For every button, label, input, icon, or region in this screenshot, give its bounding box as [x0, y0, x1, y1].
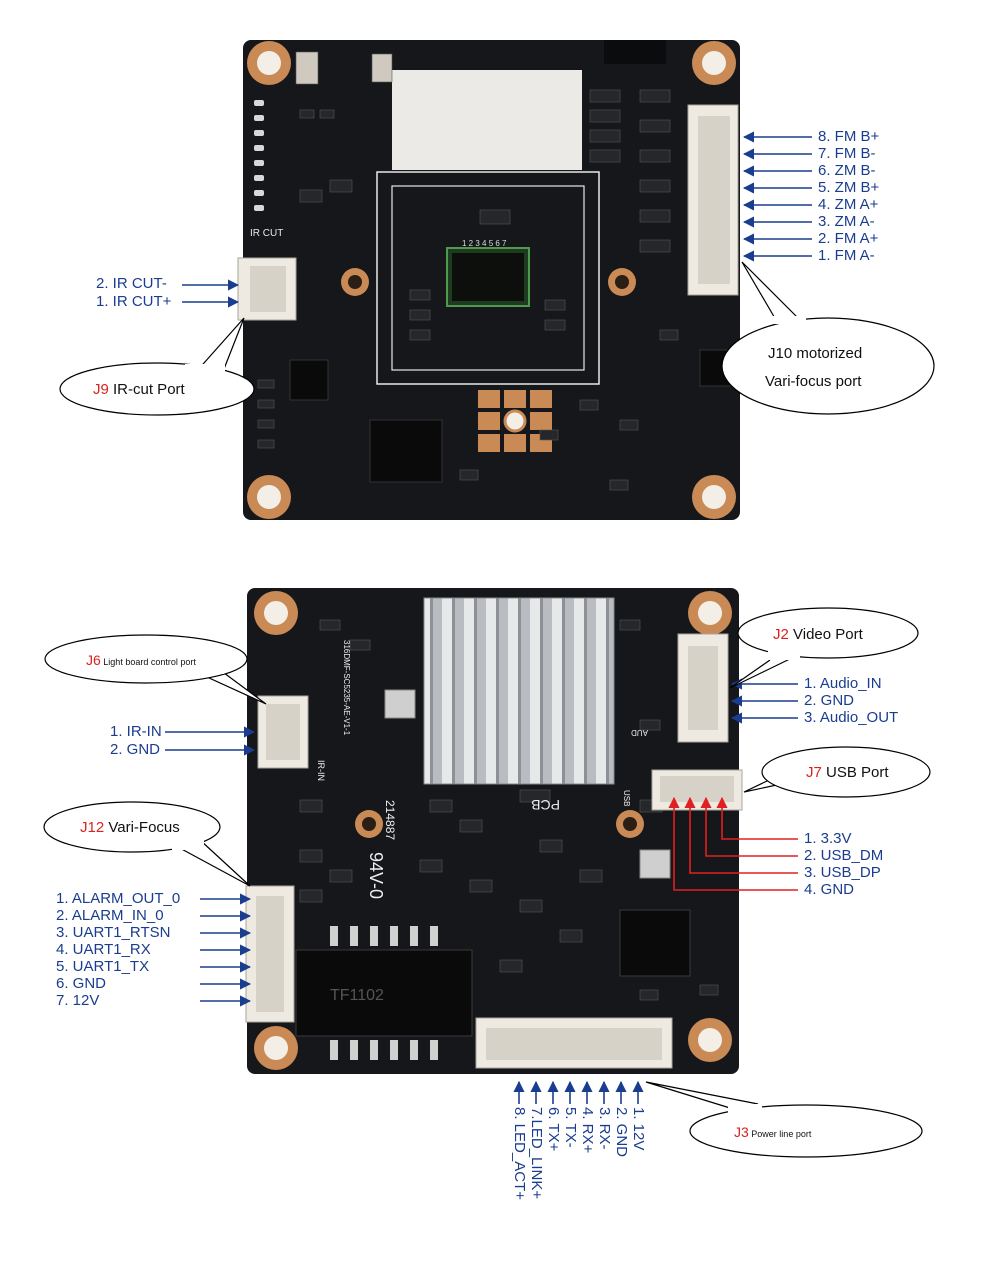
j7-pin-arrows: [668, 796, 798, 891]
j7-pin-4-label: 4. GND: [804, 881, 855, 898]
top-left-test-pads: [254, 100, 264, 211]
j3-callout-text: J3 Power line port: [734, 1124, 811, 1140]
j2-ref: J2: [773, 626, 789, 643]
top-ic-package: [369, 419, 443, 483]
j6-ref: J6: [86, 652, 101, 668]
j6-pin-2-label: 2. GND: [110, 741, 161, 758]
ir-in-silkscreen: IR-IN: [316, 760, 326, 781]
sensor-frame: [376, 171, 600, 385]
j2-pin-1-label: 1. Audio_IN: [804, 675, 882, 692]
j12-pin-4-label: 4. UART1_RX: [56, 941, 151, 958]
j3-pin-2-label: 2. GND: [613, 1107, 630, 1158]
j9-callout-text: J9 IR-cut Port: [93, 381, 185, 398]
bottom-pcb-board: TF1102 214887 94V-0 316DMF-SC5235-: [245, 588, 743, 1074]
pcb-silkscreen: PCB: [531, 797, 560, 813]
j7-pin-3-label: 3. USB_DP: [804, 864, 881, 881]
bottom-mounting-holes: [254, 591, 732, 1070]
j3-pin-7-label: 7.LED_LINK+: [528, 1107, 545, 1200]
j7-pin-2-label: 2. USB_DM: [804, 847, 884, 864]
j12-callout-text: J12 Vari-Focus: [80, 819, 180, 836]
top-mounting-holes: [247, 41, 736, 519]
usb-silkscreen: USB: [622, 790, 631, 806]
top-edge-component: [604, 40, 666, 64]
j12-pin-arrows: [200, 893, 252, 1007]
j6-desc: Light board control port: [100, 657, 196, 667]
j12-pin-7-label: 7. 12V: [56, 992, 100, 1009]
j12-desc: Vari-Focus: [104, 819, 180, 836]
ir-cut-silkscreen: IR CUT: [250, 228, 283, 239]
j2-callout-bubble: [729, 607, 919, 689]
j6-callout-bubble: [44, 634, 267, 705]
j7-desc: USB Port: [821, 764, 889, 781]
j9-ref: J9: [93, 381, 109, 398]
j7-pin-1-label: 1. 3.3V: [804, 830, 852, 847]
j6-pin-arrows: [165, 726, 256, 756]
j3-ref: J3: [734, 1124, 749, 1140]
sensor-pin-silkscreen: 1 2 3 4 5 6 7: [462, 239, 507, 248]
j2-pin-3-label: 3. Audio_OUT: [804, 709, 899, 726]
heatsink: [423, 597, 615, 785]
j9-callout-bubble: [59, 317, 255, 416]
j10-callout-line2: Vari-focus port: [765, 373, 862, 390]
top-copper-pads: [478, 390, 552, 452]
part-number-silkscreen: 214887: [383, 800, 397, 840]
ir-cut-pin-arrows: [182, 279, 240, 308]
crystal-oscillator: [384, 689, 416, 719]
j10-pin-8-label: 8. FM B+: [818, 128, 880, 145]
j12-ref: J12: [80, 819, 105, 836]
ir-cut-pin-1-label: 1. IR CUT+: [96, 293, 172, 310]
j12-callout-bubble: [43, 801, 251, 887]
j2-pin-arrows: [730, 678, 798, 724]
j3-pin-4-label: 4. RX+: [579, 1107, 596, 1154]
j10-pin-2-label: 2. FM A+: [818, 230, 879, 247]
j10-pin-arrows: [742, 131, 812, 262]
j10-pin-6-label: 6. ZM B-: [818, 162, 876, 179]
transformer-chip: [295, 949, 473, 1037]
j3-pin-8-label: 8. LED_ACT+: [511, 1107, 528, 1200]
j12-pin-3-label: 3. UART1_RTSN: [56, 924, 171, 941]
rating-silkscreen: 94V-0: [366, 852, 386, 899]
j3-desc: Power line port: [748, 1129, 812, 1139]
chip-silkscreen: TF1102: [330, 987, 384, 1004]
transformer-leads: [330, 926, 438, 1060]
j3-pin-arrows: [513, 1080, 644, 1104]
aud-silkscreen: AUD: [631, 728, 648, 737]
j12-pin-1-label: 1. ALARM_OUT_0: [56, 890, 181, 907]
j3-pin-5-label: 5. TX-: [562, 1107, 579, 1148]
model-silkscreen: 316DMF-SC5235-AE-V1-1: [342, 640, 351, 736]
j3-pin-6-label: 6. TX+: [545, 1107, 562, 1152]
j10-pin-1-label: 1. FM A-: [818, 247, 875, 264]
j6-callout-text: J6 Light board control port: [86, 652, 196, 668]
j3-pin-1-label: 1. 12V: [630, 1107, 647, 1151]
j2-pin-2-label: 2. GND: [804, 692, 855, 709]
j10-pin-7-label: 7. FM B-: [818, 145, 876, 162]
ir-cut-pin-2-label: 2. IR CUT-: [96, 275, 167, 292]
top-pcb-board: 1 2 3 4 5 6 7: [237, 40, 740, 520]
j6-pin-1-label: 1. IR-IN: [110, 723, 162, 740]
j7-callout-bubble: [743, 746, 931, 798]
j2-desc: Video Port: [788, 626, 863, 643]
ethernet-phy-chip: [619, 909, 691, 977]
j12-pin-2-label: 2. ALARM_IN_0: [56, 907, 164, 924]
j10-callout-bubble: [721, 261, 935, 415]
j7-callout-text: J7 USB Port: [806, 764, 889, 781]
j12-pin-5-label: 5. UART1_TX: [56, 958, 150, 975]
j10-pin-4-label: 4. ZM A+: [818, 196, 879, 213]
j3-callout-bubble: [645, 1081, 923, 1158]
j10-callout-line1: J10 motorized: [768, 345, 863, 362]
j2-callout-text: J2 Video Port: [773, 626, 863, 643]
top-label-sticker: [392, 70, 582, 170]
j7-ref: J7: [806, 764, 822, 781]
j9-desc: IR-cut Port: [108, 381, 185, 398]
j12-pin-6-label: 6. GND: [56, 975, 107, 992]
j10-pin-5-label: 5. ZM B+: [818, 179, 880, 196]
j10-pin-3-label: 3. ZM A-: [818, 213, 875, 230]
top-smd-components: [257, 51, 679, 491]
j3-pin-3-label: 3. RX-: [596, 1107, 613, 1150]
